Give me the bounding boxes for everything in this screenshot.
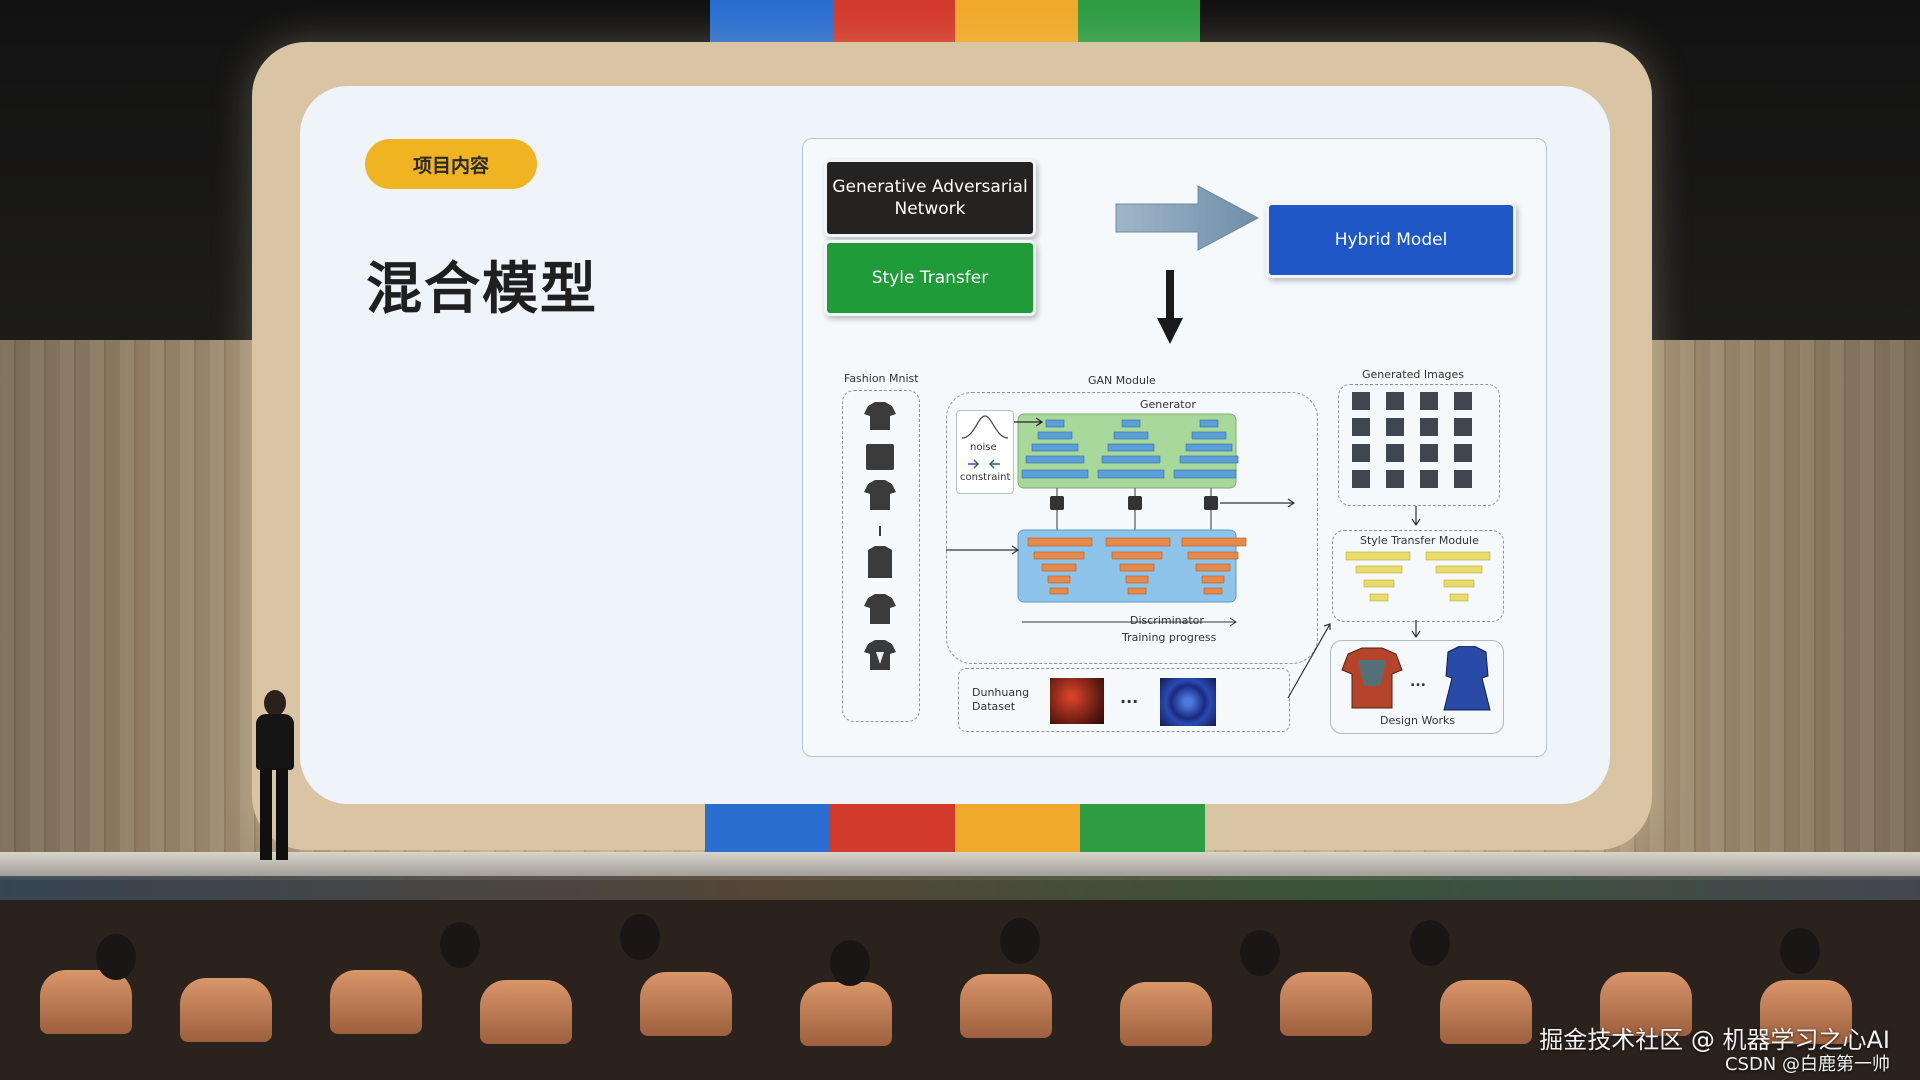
stripe-green bbox=[1077, 0, 1200, 46]
noise-constraint-box bbox=[956, 410, 1014, 494]
down-arrow-small-icon bbox=[1411, 620, 1421, 639]
design-works-garments: ... bbox=[1341, 646, 1491, 711]
bottom-color-stripes bbox=[705, 802, 1205, 854]
dunhuang-red-pattern-image bbox=[1050, 678, 1104, 724]
seat bbox=[1280, 972, 1372, 1036]
watermark-line2: CSDN @白鹿第一帅 bbox=[1724, 1054, 1890, 1075]
dunhuang-label-line1: Dunhuang bbox=[972, 686, 1030, 699]
watermark-line1: 掘金技术社区 @ 机器学习之心AI bbox=[1539, 1026, 1890, 1054]
audience-head bbox=[1410, 920, 1450, 966]
generator-label: Generator bbox=[1140, 398, 1196, 411]
audience-head bbox=[830, 940, 870, 986]
style-transfer-layers bbox=[1345, 551, 1491, 602]
design-works-label: Design Works bbox=[1380, 714, 1456, 727]
presenter-leg bbox=[260, 768, 272, 860]
stripe-red bbox=[830, 802, 955, 854]
audience-head bbox=[1780, 928, 1820, 974]
projection-screen: 项目内容 混合模型 Generative Adversarial Network… bbox=[300, 86, 1610, 804]
generated-images-label: Generated Images bbox=[1362, 368, 1465, 381]
presenter-body bbox=[256, 714, 294, 770]
audience-head bbox=[1000, 918, 1040, 964]
seat bbox=[1120, 982, 1212, 1046]
style-transfer-module-label: Style Transfer Module bbox=[1360, 534, 1479, 547]
style-transfer-box: Style Transfer bbox=[824, 240, 1036, 316]
seat bbox=[1600, 972, 1692, 1036]
training-progress-label: Training progress bbox=[1122, 631, 1217, 644]
section-tag: 项目内容 bbox=[365, 139, 537, 189]
generated-images-panel bbox=[1338, 384, 1500, 506]
fashion-mnist-label: Fashion Mnist bbox=[844, 372, 919, 385]
audience-head bbox=[96, 934, 136, 980]
constraint-arrows-icon bbox=[968, 459, 1000, 469]
seat bbox=[330, 970, 422, 1034]
connector-line bbox=[1287, 623, 1331, 699]
stripe-green bbox=[1080, 802, 1205, 854]
presenter-head bbox=[264, 690, 286, 716]
seat bbox=[40, 970, 132, 1034]
seat bbox=[480, 980, 572, 1044]
stripe-blue bbox=[710, 0, 833, 46]
dunhuang-label-line2: Dataset bbox=[972, 700, 1016, 713]
seat bbox=[1440, 980, 1532, 1044]
svg-text:...: ... bbox=[1410, 674, 1426, 690]
right-arrow-icon bbox=[1115, 185, 1260, 251]
gan-box: Generative Adversarial Network bbox=[824, 159, 1036, 237]
slide-title: 混合模型 bbox=[366, 257, 598, 322]
dunhuang-blue-pattern-image bbox=[1160, 678, 1216, 726]
presenter bbox=[246, 690, 306, 864]
noise-label: noise bbox=[970, 442, 997, 453]
stripe-red bbox=[832, 0, 955, 46]
audience-seating bbox=[0, 900, 1920, 1080]
dunhuang-dataset-panel bbox=[958, 668, 1290, 732]
stage-edge bbox=[0, 852, 1920, 878]
gan-module-panel bbox=[946, 392, 1318, 664]
seat bbox=[960, 974, 1052, 1038]
hybrid-model-box: Hybrid Model bbox=[1266, 202, 1516, 278]
gan-module-label: GAN Module bbox=[1088, 374, 1156, 387]
seat bbox=[800, 982, 892, 1046]
audience-head bbox=[1240, 930, 1280, 976]
fashion-mnist-panel bbox=[842, 390, 920, 722]
fashion-item-icons bbox=[864, 402, 896, 670]
seat bbox=[1760, 980, 1852, 1044]
seat bbox=[180, 978, 272, 1042]
stripe-orange bbox=[955, 802, 1080, 854]
dataset-ellipsis: ... bbox=[1120, 688, 1139, 707]
generated-images-grid bbox=[1352, 392, 1472, 488]
audience-head bbox=[620, 914, 660, 960]
top-color-stripes bbox=[710, 0, 1200, 46]
design-works-panel bbox=[1330, 640, 1504, 734]
down-arrow-icon bbox=[1157, 270, 1183, 344]
stripe-blue bbox=[705, 802, 830, 854]
discriminator-label: Discriminator bbox=[1130, 614, 1204, 627]
presenter-leg bbox=[276, 768, 288, 860]
gan-network-drawing bbox=[946, 413, 1296, 627]
stripe-orange bbox=[955, 0, 1078, 46]
gaussian-curve-icon bbox=[961, 415, 1009, 439]
constraint-label: constraint bbox=[960, 472, 1011, 483]
style-transfer-module-panel bbox=[1332, 530, 1504, 622]
down-arrow-small-icon bbox=[1411, 506, 1421, 527]
audience-head bbox=[440, 922, 480, 968]
seat bbox=[640, 972, 732, 1036]
